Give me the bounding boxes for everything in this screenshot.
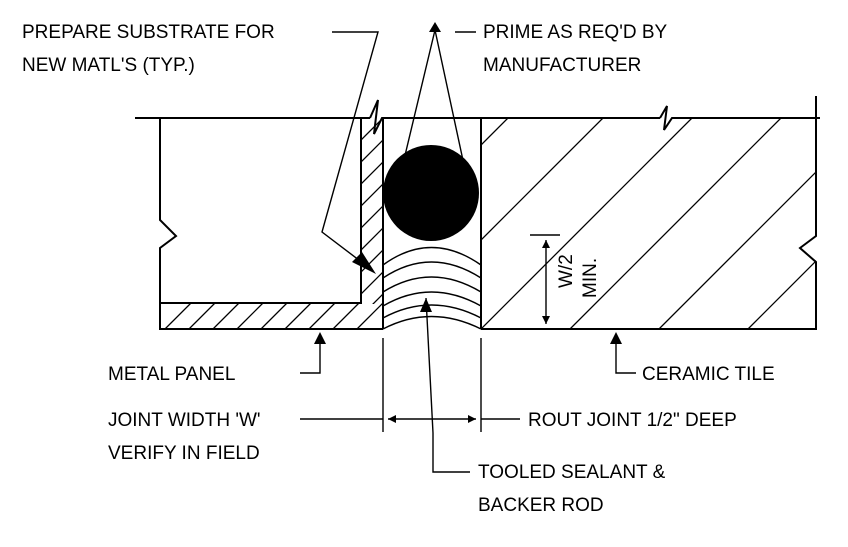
label-prime-2: MANUFACTURER [483, 55, 641, 76]
label-tooled-sealant-1: TOOLED SEALANT & [478, 462, 666, 483]
ceramic-tile-body [481, 96, 817, 330]
depth-dimension [530, 234, 560, 324]
label-w-half: W/2 [556, 254, 577, 288]
backer-rod [383, 145, 479, 241]
label-ceramic-tile: CERAMIC TILE [642, 364, 775, 385]
label-prepare-substrate-2: NEW MATL'S (TYP.) [22, 55, 195, 76]
label-joint-width-2: VERIFY IN FIELD [108, 443, 260, 464]
leader-prepare-substrate [321, 31, 379, 274]
label-prepare-substrate-1: PREPARE SUBSTRATE FOR [22, 22, 275, 43]
substrate-primer-hatch [361, 118, 383, 304]
label-rout-joint: ROUT JOINT 1/2" DEEP [528, 410, 737, 431]
label-joint-width-1: JOINT WIDTH 'W' [108, 410, 261, 431]
leader-prime [395, 22, 476, 194]
label-metal-panel: METAL PANEL [108, 364, 235, 385]
joint-width-dimension [300, 338, 520, 432]
metal-panel-hatch [164, 303, 383, 329]
label-prime-1: PRIME AS REQ'D BY [483, 22, 668, 43]
top-line [135, 99, 820, 135]
leader-metal-panel [300, 332, 326, 374]
ceramic-tile-hatch [481, 118, 816, 329]
label-tooled-sealant-2: BACKER ROD [478, 495, 604, 516]
metal-panel-body [159, 118, 383, 330]
leader-ceramic-tile [610, 332, 636, 374]
label-min: MIN. [580, 258, 601, 298]
tooled-sealant [382, 246, 482, 330]
leader-tooled-sealant [420, 297, 470, 473]
